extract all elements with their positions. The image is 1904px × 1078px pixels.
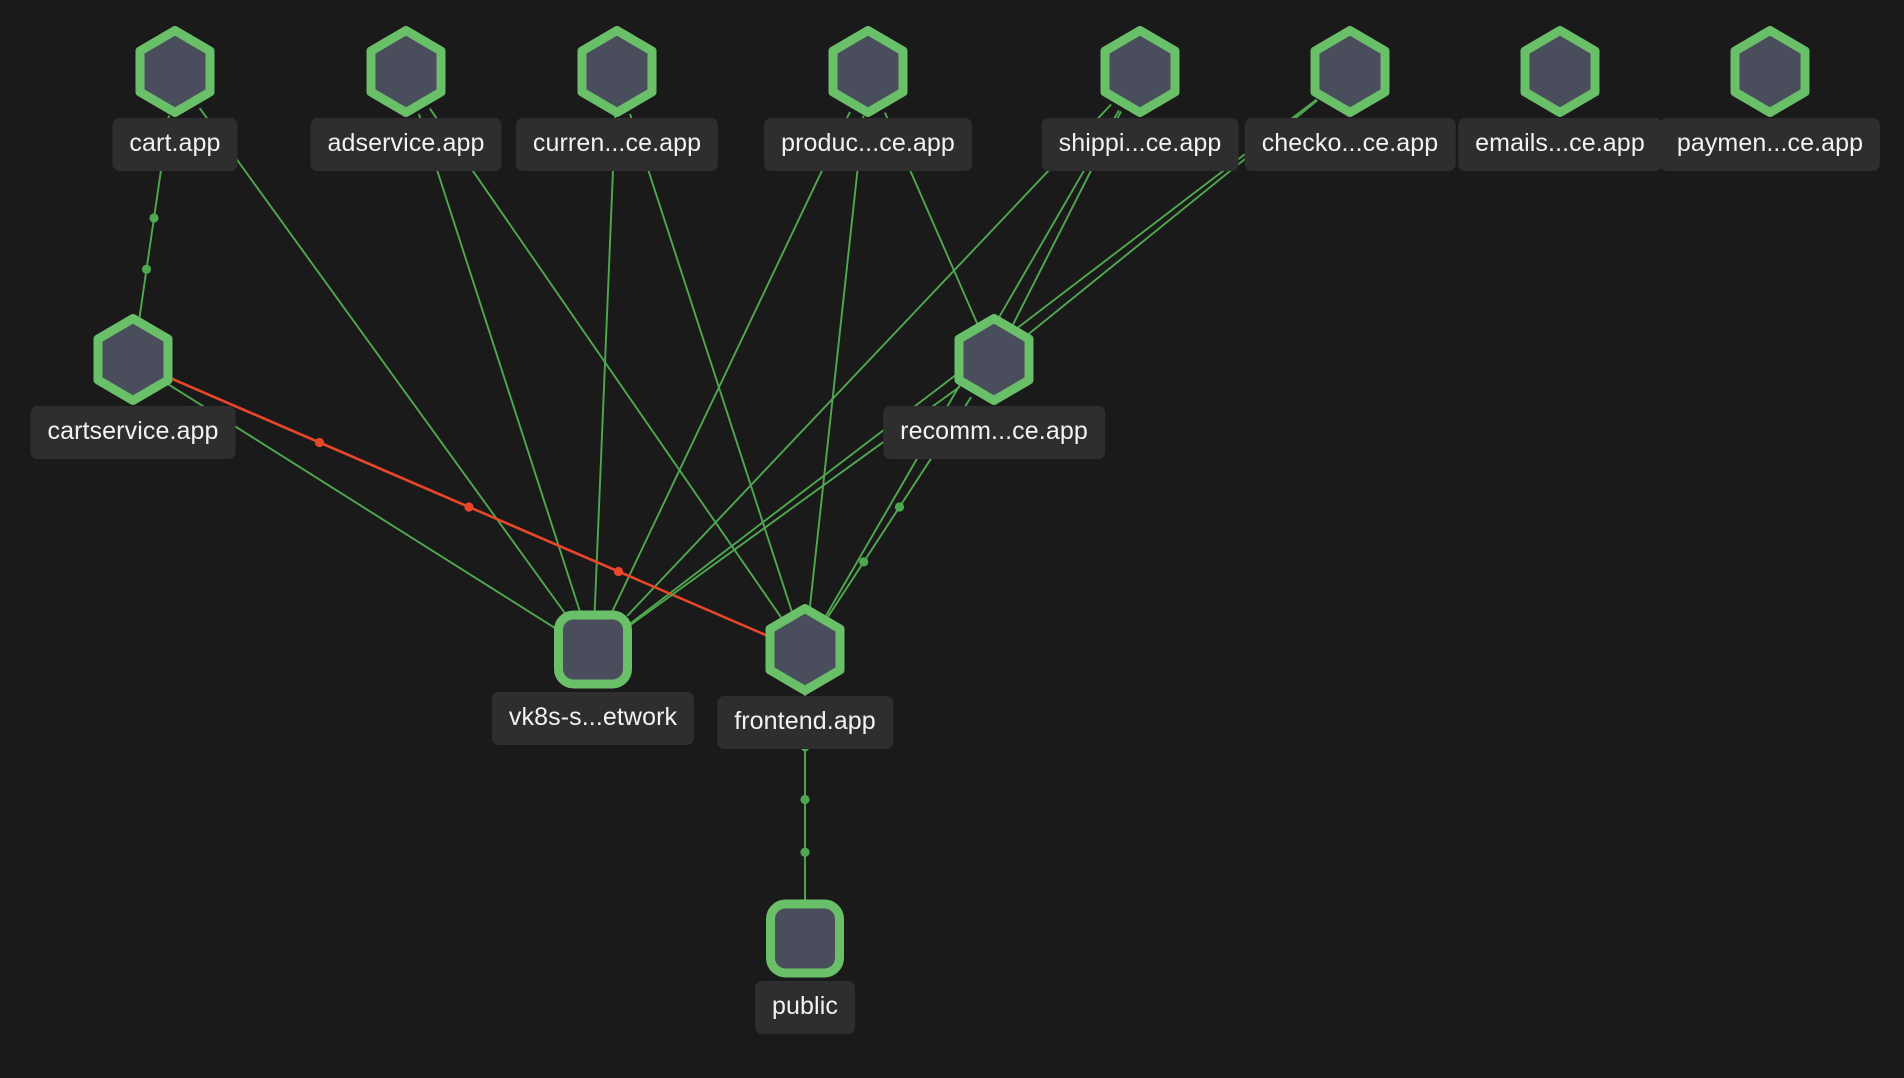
node-label-shipping[interactable]: shippi...ce.app <box>1041 118 1239 171</box>
traffic-dot <box>613 566 624 577</box>
edge-cart-to-vk8s[interactable] <box>198 107 568 617</box>
hexagon-node-shape[interactable] <box>1308 26 1392 123</box>
hexagon-node-shape[interactable] <box>1728 26 1812 123</box>
node-product[interactable] <box>826 26 910 123</box>
hexagon-node-shape[interactable] <box>364 26 448 123</box>
hexagon-node-shape[interactable] <box>1098 26 1182 123</box>
node-public[interactable] <box>765 899 845 984</box>
hexagon-icon <box>1730 26 1810 117</box>
edge-currency-to-frontend[interactable] <box>629 113 793 613</box>
node-label-checkout[interactable]: checko...ce.app <box>1244 118 1456 171</box>
node-label-payment[interactable]: paymen...ce.app <box>1659 118 1881 171</box>
rounded-square-icon <box>766 899 844 978</box>
node-currency[interactable] <box>575 26 659 123</box>
square-node-shape[interactable] <box>765 899 845 984</box>
node-vk8s[interactable] <box>553 610 633 695</box>
hexagon-node-shape[interactable] <box>1518 26 1602 123</box>
square-node-shape[interactable] <box>553 610 633 695</box>
hexagon-icon <box>828 26 908 117</box>
hexagon-node-shape[interactable] <box>763 604 847 701</box>
hexagon-node-shape[interactable] <box>575 26 659 123</box>
node-label-emails[interactable]: emails...ce.app <box>1458 118 1662 171</box>
hexagon-node-shape[interactable] <box>91 314 175 411</box>
node-checkout[interactable] <box>1308 26 1392 123</box>
node-label-product[interactable]: produc...ce.app <box>764 118 972 171</box>
traffic-dot <box>894 502 905 512</box>
hexagon-icon <box>1100 26 1180 117</box>
node-cartservice[interactable] <box>91 314 175 411</box>
traffic-dot <box>464 502 474 512</box>
node-label-cart[interactable]: cart.app <box>112 118 238 171</box>
node-label-vk8s[interactable]: vk8s-s...etwork <box>491 692 695 745</box>
hexagon-node-shape[interactable] <box>133 26 217 123</box>
node-label-adservice[interactable]: adservice.app <box>310 118 502 171</box>
node-label-frontend[interactable]: frontend.app <box>717 696 893 749</box>
node-cart[interactable] <box>133 26 217 123</box>
edge-product-to-frontend[interactable] <box>808 115 865 611</box>
node-recommend[interactable] <box>952 314 1036 411</box>
hexagon-icon <box>135 26 215 117</box>
hexagon-icon <box>93 314 173 405</box>
node-adservice[interactable] <box>364 26 448 123</box>
hexagon-node-shape[interactable] <box>952 314 1036 411</box>
node-label-cartservice[interactable]: cartservice.app <box>30 406 236 459</box>
edge-product-to-vk8s[interactable] <box>609 111 851 617</box>
traffic-dot <box>314 437 325 448</box>
node-label-recommend[interactable]: recomm...ce.app <box>883 406 1105 459</box>
node-label-currency[interactable]: curren...ce.app <box>515 118 719 171</box>
hexagon-icon <box>765 604 845 695</box>
hexagon-icon <box>954 314 1034 405</box>
traffic-dot <box>800 847 810 857</box>
traffic-dot <box>149 213 159 223</box>
rounded-square-icon <box>554 610 632 689</box>
edge-currency-to-vk8s[interactable] <box>593 115 617 617</box>
edge-shipping-to-vk8s[interactable] <box>626 103 1112 617</box>
hexagon-icon <box>1520 26 1600 117</box>
traffic-dot <box>859 557 869 567</box>
node-label-public[interactable]: public <box>755 981 855 1034</box>
traffic-dot <box>800 794 810 805</box>
hexagon-node-shape[interactable] <box>826 26 910 123</box>
node-emails[interactable] <box>1518 26 1602 123</box>
hexagon-icon <box>577 26 657 117</box>
hexagon-icon <box>366 26 446 117</box>
traffic-dot <box>141 264 152 274</box>
edge-adservice-to-vk8s[interactable] <box>418 113 583 617</box>
node-payment[interactable] <box>1728 26 1812 123</box>
hexagon-icon <box>1310 26 1390 117</box>
node-frontend[interactable] <box>763 604 847 701</box>
node-shipping[interactable] <box>1098 26 1182 123</box>
